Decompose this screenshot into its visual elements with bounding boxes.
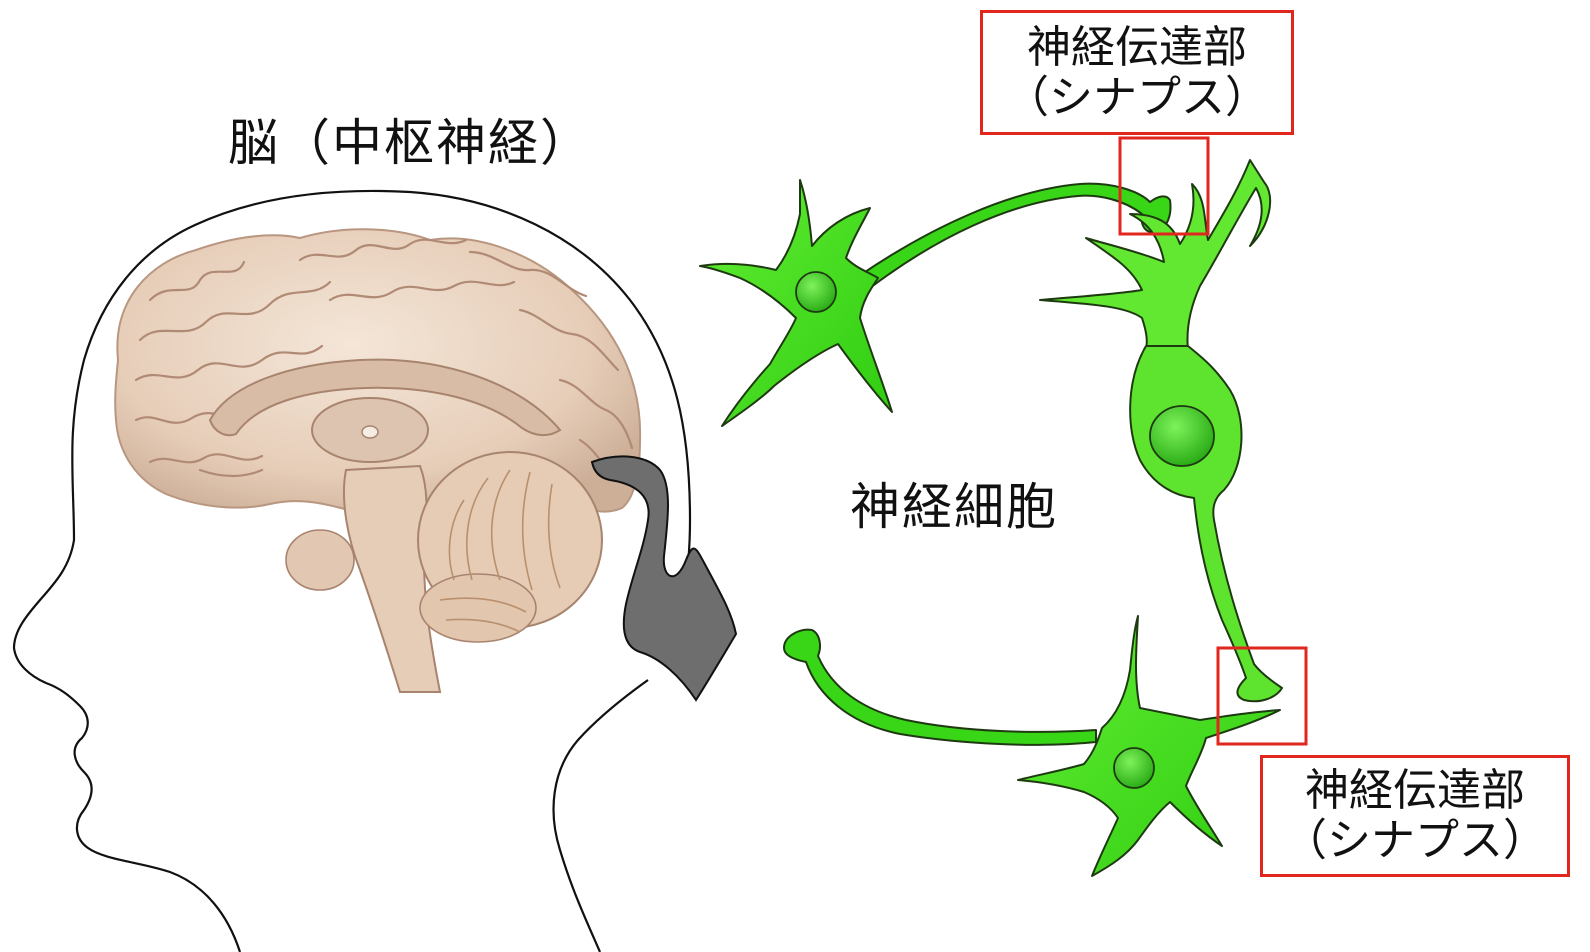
nucleus-right [1150,406,1214,466]
nucleus-bottom [1114,748,1154,788]
neuron-top-left [700,180,892,426]
cerebellum [418,452,602,642]
synapse-label-bottom-line1: 神経伝達部 [1263,766,1567,816]
brain-illustration [115,229,640,692]
neuron-label: 神経細胞 [850,482,1058,532]
synapse-label-box-bottom: 神経伝達部 （シナプス） [1260,755,1570,877]
synapse-label-top-line2: （シナプス） [983,73,1291,123]
neck-outline [554,680,648,952]
synapse-label-top-line1: 神経伝達部 [983,23,1291,73]
axon-top [862,184,1170,288]
axon-bottom [784,630,1096,745]
synapse-label-bottom-line2: （シナプス） [1263,816,1567,866]
brain-label: 脳（中枢神経） [228,118,592,168]
brainstem [344,466,440,692]
nucleus-top-left [796,272,836,312]
synapse-label-box-top: 神経伝達部 （シナプス） [980,10,1294,135]
